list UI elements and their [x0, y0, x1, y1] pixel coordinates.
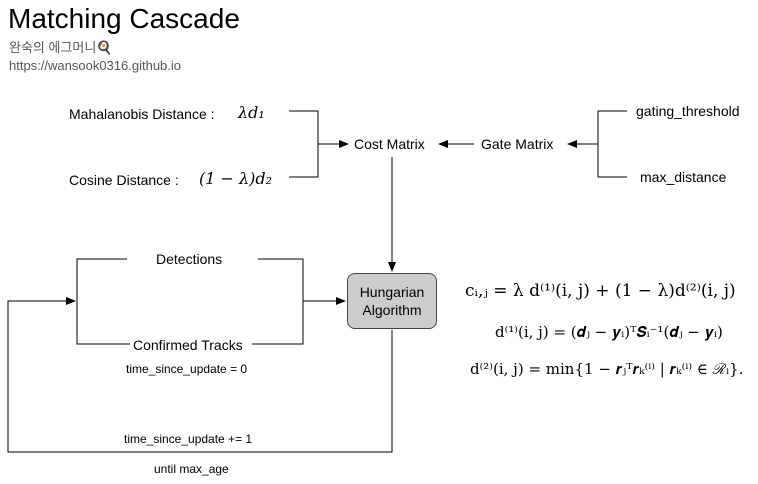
cost-equation: cᵢ,ⱼ = λ d⁽¹⁾(i, j) + (1 − λ)d⁽²⁾(i, j): [465, 281, 736, 301]
detections-left-bracket: [76, 258, 130, 345]
page-title: Matching Cascade: [8, 3, 240, 34]
cosine-label: Cosine Distance :: [69, 172, 179, 188]
detections-right-bracket: [252, 258, 304, 345]
tsu-increment-label: time_since_update += 1: [124, 432, 253, 446]
mahalanobis-label: Mahalanobis Distance :: [69, 106, 215, 122]
mahalanobis-formula: λd₁: [238, 103, 265, 122]
cosine-formula: (1 − λ)d₂: [199, 169, 273, 188]
max-distance-node: max_distance: [640, 169, 727, 185]
hungarian-algorithm-node: Hungarian Algorithm: [347, 273, 437, 329]
hungarian-label-line2: Algorithm: [362, 302, 422, 318]
until-max-age-label: until max_age: [154, 462, 229, 476]
mahalanobis-equation: d⁽¹⁾(i, j) = (𝒅ⱼ − 𝒚ᵢ)ᵀ𝑺ᵢ⁻¹(𝒅ⱼ − 𝒚ᵢ): [495, 323, 723, 341]
author-name: 완숙의 에그머니🍳: [9, 40, 113, 55]
feedback-loop: [7, 297, 393, 453]
confirmed-tracks-node: Confirmed Tracks: [133, 337, 243, 353]
gating-threshold-node: gating_threshold: [636, 103, 740, 119]
blog-url[interactable]: https://wansook0316.github.io: [9, 58, 182, 73]
cost-matrix-node: Cost Matrix: [354, 136, 425, 152]
threshold-connector: [597, 110, 627, 178]
mahalanobis-connector: [289, 110, 319, 178]
cosine-equation: d⁽²⁾(i, j) = min{1 − 𝒓ⱼᵀ𝒓ₖ⁽ⁱ⁾ | 𝒓ₖ⁽ⁱ⁾ ∈ …: [470, 360, 744, 378]
detections-node: Detections: [156, 251, 223, 267]
hungarian-label-line1: Hungarian: [359, 284, 425, 300]
tsu-zero-label: time_since_update = 0: [126, 362, 248, 376]
gate-matrix-node: Gate Matrix: [481, 136, 554, 152]
